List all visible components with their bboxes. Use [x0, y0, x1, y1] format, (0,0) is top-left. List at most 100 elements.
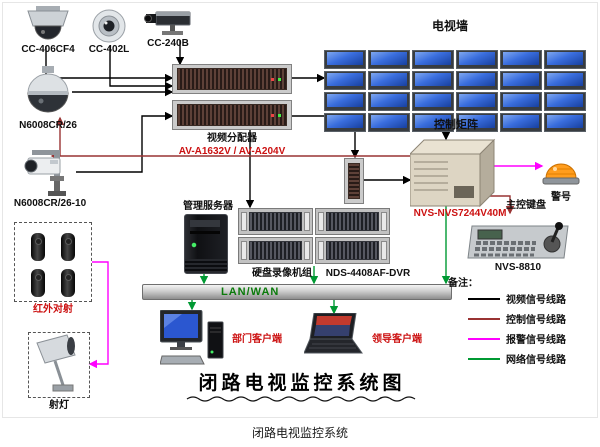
dvr-unit-icon	[238, 208, 313, 235]
video-distributor-unit	[172, 64, 292, 94]
image-caption: 闭路电视监控系统	[251, 426, 348, 440]
monitor-icon	[412, 71, 454, 90]
distributor-model: AV-A1632V / AV-A204V	[178, 146, 286, 157]
monitor-icon	[500, 92, 542, 111]
monitor-icon	[412, 50, 454, 69]
monitor-icon	[544, 92, 586, 111]
monitor-icon	[456, 92, 498, 111]
monitor-icon	[324, 71, 366, 90]
lan-wan-bus: LAN/WAN	[142, 284, 452, 300]
monitor-icon	[456, 71, 498, 90]
monitor-icon	[544, 71, 586, 90]
diagram-title: 闭路电视监控系统图	[198, 373, 406, 394]
server-icon	[184, 214, 228, 274]
camera-n6008cr26-10-label: N6008CR/26-10	[13, 198, 87, 209]
camera-cc406cf4-label: CC-406CF4	[21, 44, 75, 55]
dvr-label: 硬盘录像机组	[252, 268, 312, 279]
rack-module-icon	[344, 158, 364, 204]
infrared-label: 红外对射	[33, 304, 73, 315]
dvr-face	[326, 212, 379, 231]
infrared-detector-icon	[61, 233, 75, 261]
legend-line-sample-alarm	[468, 338, 500, 340]
keyboard-label: 主控键盘	[506, 200, 546, 211]
spotlight-label: 射灯	[49, 400, 69, 411]
monitor-icon	[324, 92, 366, 111]
legend-item: 视频信号线路	[468, 290, 566, 308]
tv-wall	[324, 50, 586, 132]
dvr-face	[326, 241, 379, 260]
legend-line-sample-network	[468, 358, 500, 360]
dome-camera-icon	[27, 6, 69, 40]
dvr-group	[238, 208, 390, 264]
video-signal-line	[109, 46, 174, 91]
monitor-icon	[500, 113, 542, 132]
alarm-signal-line	[88, 261, 109, 369]
speed-dome-camera-icon	[27, 66, 69, 113]
dvr-unit-icon	[315, 208, 390, 235]
dvr-unit-icon	[238, 237, 313, 264]
leader-client-label: 领导客户端	[372, 334, 422, 345]
monitor-icon	[368, 92, 410, 111]
dvr-model: NDS-4408AF-DVR	[325, 268, 411, 279]
legend-label: 网络信号线路	[506, 355, 566, 366]
infrared-detector-icon	[61, 269, 75, 297]
legend-item: 报警信号线路	[468, 330, 566, 348]
camera-n6008cr26-label: N6008CR/26	[19, 120, 77, 131]
distributor-label: 视频分配器	[207, 133, 257, 144]
video-signal-line	[76, 111, 174, 173]
legend-item: 控制信号线路	[468, 310, 566, 328]
monitor-icon	[368, 113, 410, 132]
monitor-icon	[368, 50, 410, 69]
dvr-unit-icon	[315, 237, 390, 264]
camera-cc402l-label: CC-402L	[88, 44, 130, 55]
dvr-face	[249, 241, 302, 260]
tv-wall-label: 电视墙	[431, 19, 468, 33]
monitor-icon	[456, 50, 498, 69]
camera-cc240b-label: CC-240B	[147, 38, 189, 49]
legend-item: 网络信号线路	[468, 350, 566, 368]
diagram-border	[2, 2, 598, 418]
monitor-icon	[500, 50, 542, 69]
legend-line-sample-control	[468, 318, 500, 320]
alarm-beacon-icon	[542, 163, 580, 185]
lan-wan-label: LAN/WAN	[221, 286, 280, 298]
keyboard-model: NVS-8810	[494, 262, 542, 273]
rack-face	[177, 68, 287, 90]
monitor-icon	[324, 50, 366, 69]
dvr-face	[249, 212, 302, 231]
monitor-icon	[324, 113, 366, 132]
monitor-icon	[544, 50, 586, 69]
control-keyboard-icon	[467, 222, 569, 259]
monitor-icon	[412, 92, 454, 111]
legend-label: 控制信号线路	[506, 315, 566, 326]
server-label: 管理服务器	[183, 201, 233, 212]
legend-line-sample-video	[468, 298, 500, 300]
infrared-detector-icon	[31, 233, 45, 261]
legend-title: 备注：	[448, 278, 478, 289]
legend-label: 报警信号线路	[506, 335, 566, 346]
alarm-label: 警号	[551, 192, 571, 203]
matrix-model: NVS-NVS7244V40M	[413, 208, 507, 219]
desktop-client-icon	[160, 310, 224, 365]
monitor-icon	[544, 113, 586, 132]
title-underline	[186, 396, 416, 402]
monitor-icon	[500, 71, 542, 90]
monitor-icon	[456, 113, 498, 132]
monitor-icon	[368, 71, 410, 90]
ptz-camera-icon	[24, 150, 66, 196]
rack-face	[177, 104, 287, 126]
infrared-detector-icon	[31, 269, 45, 297]
infrared-detectors-box	[14, 222, 92, 302]
lens-camera-icon	[92, 9, 126, 43]
box-camera-icon	[144, 11, 191, 35]
monitor-icon	[412, 113, 454, 132]
matrix-icon	[410, 138, 496, 208]
rack-module-face	[348, 163, 360, 199]
department-client-label: 部门客户端	[232, 334, 282, 345]
laptop-client-icon	[304, 313, 363, 354]
matrix-label: 控制矩阵	[434, 119, 478, 131]
spotlight-icon	[36, 334, 76, 392]
spotlight-box	[28, 332, 90, 398]
video-distributor-unit	[172, 100, 292, 130]
